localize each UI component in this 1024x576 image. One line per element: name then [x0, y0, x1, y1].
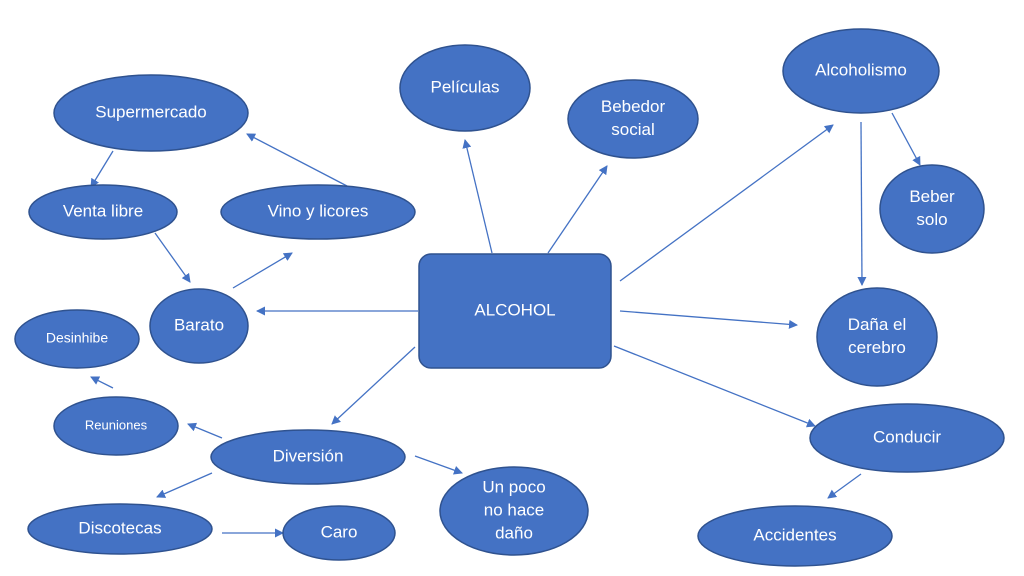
- node-venta-libre: Venta libre: [28, 184, 178, 240]
- node-label: Beber: [909, 187, 955, 206]
- node-accidentes: Accidentes: [697, 505, 893, 567]
- node-bebedor-social: Bebedor social: [567, 79, 699, 159]
- node-un-poco: Un poco no hace daño: [439, 466, 589, 556]
- node-label: Reuniones: [85, 417, 148, 432]
- node-shape: [879, 164, 985, 254]
- node-shape: [782, 28, 940, 114]
- node-label: ALCOHOL: [474, 300, 555, 319]
- node-label: Accidentes: [753, 525, 836, 544]
- node-alcoholismo: Alcoholismo: [782, 28, 940, 114]
- node-peliculas: Películas: [399, 44, 531, 132]
- edge-alcoholismo-to-beber-solo: [891, 112, 921, 166]
- edges-layer: [90, 112, 921, 538]
- node-label: no hace: [484, 500, 545, 519]
- node-shape: [14, 309, 140, 369]
- node-label: Diversión: [273, 446, 344, 465]
- node-barato: Barato: [149, 288, 249, 364]
- node-label: Daña el: [848, 315, 907, 334]
- node-label: Bebedor: [601, 97, 666, 116]
- node-label: Caro: [321, 522, 358, 541]
- node-reuniones: Reuniones: [53, 396, 179, 456]
- edge-alcohol-to-diversion: [331, 346, 416, 425]
- node-desinhibe: Desinhibe: [14, 309, 140, 369]
- node-label: daño: [495, 523, 533, 542]
- edge-reuniones-to-desinhibe: [90, 376, 114, 389]
- node-beber-solo: Beber solo: [879, 164, 985, 254]
- edge-alcohol-to-bebedor-social: [547, 165, 608, 254]
- edge-alcoholismo-to-dana-cerebro: [857, 121, 867, 286]
- node-shape: [53, 74, 249, 152]
- node-shape: [27, 503, 213, 555]
- node-shape: [809, 403, 1005, 473]
- node-shape: [439, 466, 589, 556]
- edge-diversion-to-un-poco: [414, 455, 463, 475]
- node-label: Venta libre: [63, 201, 143, 220]
- node-caro: Caro: [282, 505, 396, 561]
- edge-diversion-to-discotecas: [156, 472, 213, 498]
- node-label: cerebro: [848, 338, 906, 357]
- node-shape: [282, 505, 396, 561]
- node-label: Películas: [431, 77, 500, 96]
- node-shape: [149, 288, 249, 364]
- edge-diversion-to-reuniones: [187, 422, 223, 439]
- node-label: solo: [916, 210, 947, 229]
- node-label: Vino y licores: [268, 201, 369, 220]
- edge-alcohol-to-conducir: [613, 345, 816, 428]
- node-label: social: [611, 120, 654, 139]
- node-alcohol: ALCOHOL: [418, 253, 612, 369]
- node-conducir: Conducir: [809, 403, 1005, 473]
- node-shape: [816, 287, 938, 387]
- node-label: Supermercado: [95, 102, 207, 121]
- node-label: Discotecas: [78, 518, 161, 537]
- node-label: Conducir: [873, 427, 941, 446]
- edge-barato-to-vino-licores: [232, 252, 293, 289]
- edge-alcohol-to-alcoholismo: [619, 124, 834, 282]
- node-label: Desinhibe: [46, 330, 108, 346]
- node-discotecas: Discotecas: [27, 503, 213, 555]
- node-shape: [399, 44, 531, 132]
- edge-vino-licores-to-supermercado: [246, 133, 348, 187]
- node-shape: [220, 184, 416, 240]
- node-label: Barato: [174, 315, 224, 334]
- node-vino-licores: Vino y licores: [220, 184, 416, 240]
- node-shape: [418, 253, 612, 369]
- node-diversion: Diversión: [210, 429, 406, 485]
- node-supermercado: Supermercado: [53, 74, 249, 152]
- node-dana-cerebro: Daña el cerebro: [816, 287, 938, 387]
- edge-supermercado-to-venta-libre: [90, 150, 114, 188]
- node-shape: [28, 184, 178, 240]
- edge-conducir-to-accidentes: [827, 473, 862, 499]
- node-shape: [567, 79, 699, 159]
- node-label: Alcoholismo: [815, 60, 907, 79]
- node-label: Un poco: [482, 478, 545, 497]
- node-shape: [53, 396, 179, 456]
- node-shape: [697, 505, 893, 567]
- edge-venta-libre-to-barato: [154, 232, 191, 283]
- edge-alcohol-to-peliculas: [462, 139, 493, 254]
- edge-alcohol-to-dana-cerebro: [619, 310, 798, 329]
- node-shape: [210, 429, 406, 485]
